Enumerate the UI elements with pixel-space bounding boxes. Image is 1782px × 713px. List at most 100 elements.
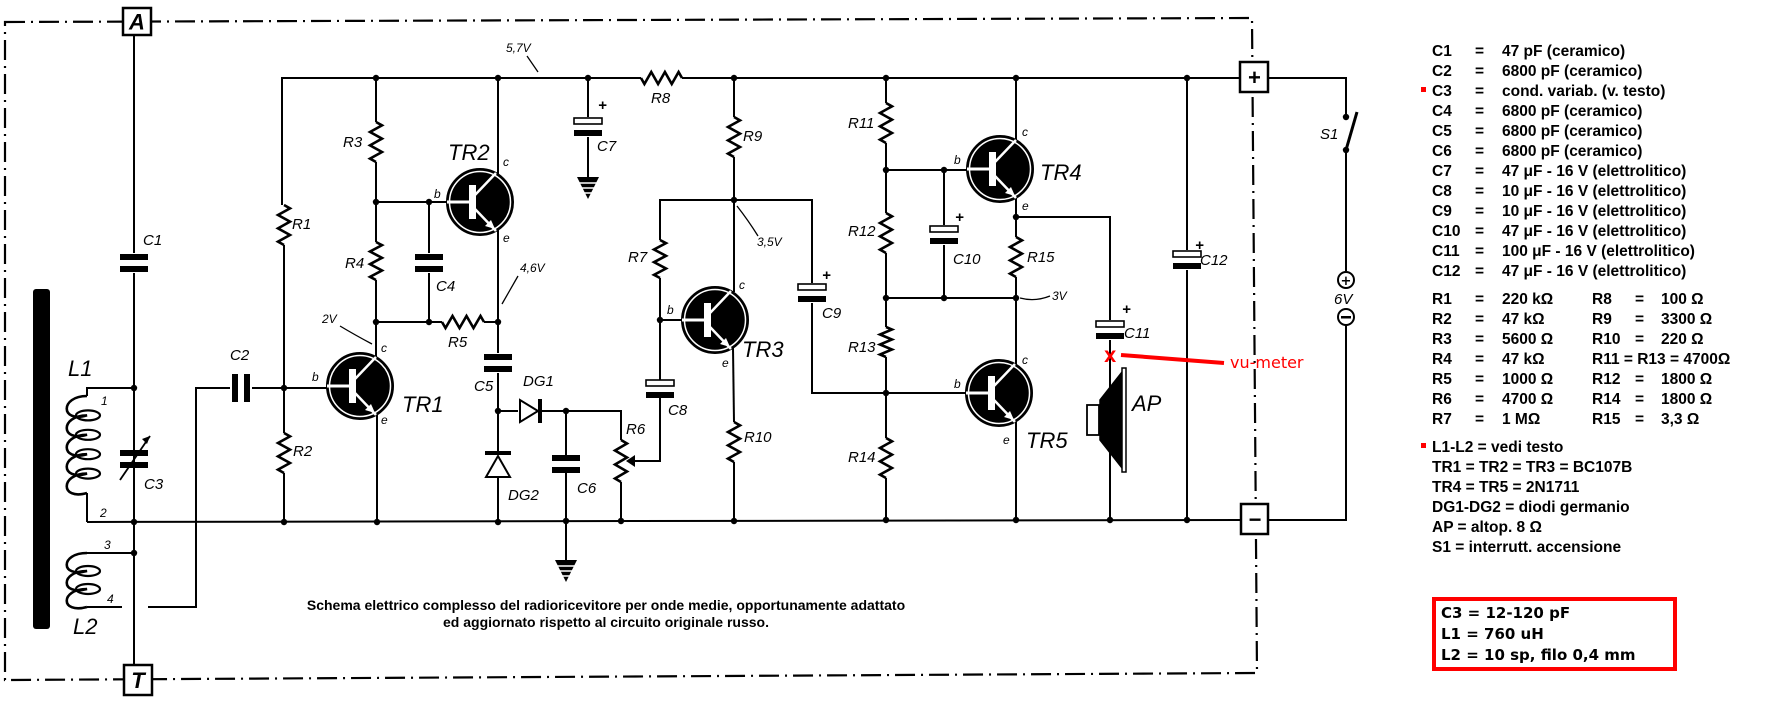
- capacitor-plate-positive: [797, 283, 827, 291]
- transistor-tr1: [326, 352, 394, 420]
- junction-dot: [1342, 113, 1350, 121]
- legend-ref: R6: [1432, 391, 1452, 408]
- label-dg2: DG2: [508, 487, 540, 504]
- polarity-plus: +: [955, 209, 964, 226]
- legend-ref: C6: [1432, 143, 1452, 160]
- junction-dot: [494, 74, 502, 82]
- legend-value: 47 kΩ: [1502, 351, 1545, 368]
- legend-eq: =: [1475, 103, 1484, 120]
- label-r12: R12: [848, 223, 876, 240]
- capacitor-plate: [484, 354, 512, 360]
- junction-dot: [940, 294, 948, 302]
- pin-label-e: e: [381, 413, 388, 427]
- pin-label-e: e: [503, 231, 510, 245]
- terminal-t: T: [122, 663, 154, 697]
- collector-lead: [994, 139, 1017, 163]
- label-r11: R11: [848, 115, 874, 132]
- capacitor-plate: [552, 455, 580, 461]
- legend-eq: =: [1475, 43, 1484, 60]
- label-c10: C10: [953, 251, 981, 268]
- transistor-tr4: [966, 135, 1034, 203]
- legend-row: R8=100 Ω: [1592, 291, 1704, 308]
- junction-dot: [372, 74, 380, 82]
- pin-label-b: b: [667, 303, 674, 317]
- legend-value: 10 μF - 16 V (elettrolitico): [1502, 183, 1686, 200]
- pin-label-b: b: [434, 187, 441, 201]
- resistor-r13: [876, 325, 896, 359]
- legend-eq: =: [1475, 411, 1484, 428]
- legend-value: 6800 pF (ceramico): [1502, 143, 1642, 160]
- legend-row: R10=220 Ω: [1592, 331, 1704, 348]
- junction-dot: [882, 516, 890, 524]
- legend-row: C1=47 pF (ceramico): [1432, 43, 1625, 60]
- legend-ref: C5: [1432, 123, 1452, 140]
- legend-row: R5=1000 Ω: [1432, 371, 1553, 388]
- emitter-arrow-icon: [720, 338, 730, 347]
- base-bar: [989, 152, 996, 186]
- legend-eq: =: [1475, 243, 1484, 260]
- legend-ref: R8: [1592, 291, 1612, 308]
- junction-dot: [656, 316, 664, 324]
- capacitor-plate: [1173, 263, 1201, 269]
- label-c12: C12: [1200, 252, 1228, 269]
- label-l1: L1: [68, 356, 92, 381]
- wire: [86, 387, 134, 396]
- capacitor-plate: [244, 374, 250, 402]
- battery-positive-icon: [1337, 271, 1355, 289]
- legend-eq: =: [1475, 83, 1484, 100]
- junction-dot: [425, 198, 433, 206]
- wire: [1016, 216, 1111, 320]
- legend-ref: R15: [1592, 411, 1621, 428]
- capacitor-plate: [415, 266, 443, 272]
- junction-dot: [730, 517, 738, 525]
- legend-eq: =: [1475, 63, 1484, 80]
- capacitor-c4: [415, 254, 443, 272]
- speaker-cone: [1099, 369, 1123, 471]
- label-tap2: 2: [99, 506, 107, 520]
- polarity-plus: +: [1195, 237, 1204, 254]
- label-r8: R8: [651, 90, 671, 107]
- wire: [1268, 77, 1347, 117]
- capacitor-c2: [232, 374, 250, 402]
- capacitor-c1: [120, 254, 148, 272]
- legend-row: L1-L2 = vedi testo: [1421, 439, 1563, 456]
- legend-eq: =: [1475, 263, 1484, 280]
- capacitor-c11: [1095, 320, 1125, 339]
- junction-dot: [280, 384, 288, 392]
- label-s1: S1: [1320, 126, 1338, 143]
- label-r9: R9: [743, 128, 763, 145]
- legend-text: L1-L2 = vedi testo: [1432, 439, 1563, 456]
- capacitor-c12: [1172, 250, 1202, 269]
- legend-text: TR1 = TR2 = TR3 = BC107B: [1432, 459, 1632, 476]
- junction-dot: [584, 74, 592, 82]
- vu-meter-label: vu-meter: [1230, 353, 1304, 372]
- inductor-l1-turn: [74, 409, 102, 422]
- pin-label-c: c: [1022, 125, 1028, 139]
- capacitor-c8: [645, 379, 675, 398]
- speaker-ap: [1086, 367, 1127, 473]
- capacitor-plate-positive: [1172, 250, 1202, 258]
- legend-ref: C8: [1432, 183, 1452, 200]
- junction-dot: [373, 518, 381, 526]
- inductor-l2: [65, 551, 88, 610]
- vu-meter-marker: X: [1104, 347, 1117, 366]
- terminal-plus: +: [1238, 60, 1270, 94]
- legend-row: C5=6800 pF (ceramico): [1432, 123, 1642, 140]
- junction-dot: [1012, 294, 1020, 302]
- junction-dot: [494, 518, 502, 526]
- base-bar: [469, 185, 476, 219]
- capacitor-c7: [573, 117, 603, 136]
- junction-dot: [494, 407, 502, 415]
- junction-dot: [730, 196, 738, 204]
- capacitor-plate: [415, 254, 443, 260]
- legend-ref: R11 = R13 = 4700Ω: [1592, 351, 1730, 368]
- enclosure-boundary: [3, 16, 1259, 682]
- legend-row: R11 = R13 = 4700Ω: [1592, 351, 1730, 368]
- legend-eq: =: [1635, 411, 1644, 428]
- resistor-r7: [651, 238, 669, 280]
- terminal-minus-frame: [1239, 502, 1270, 536]
- legend-row: TR4 = TR5 = 2N1711: [1432, 479, 1580, 496]
- legend-row: C3=cond. variab. (v. testo): [1421, 83, 1665, 100]
- capacitor-c6: [552, 455, 580, 473]
